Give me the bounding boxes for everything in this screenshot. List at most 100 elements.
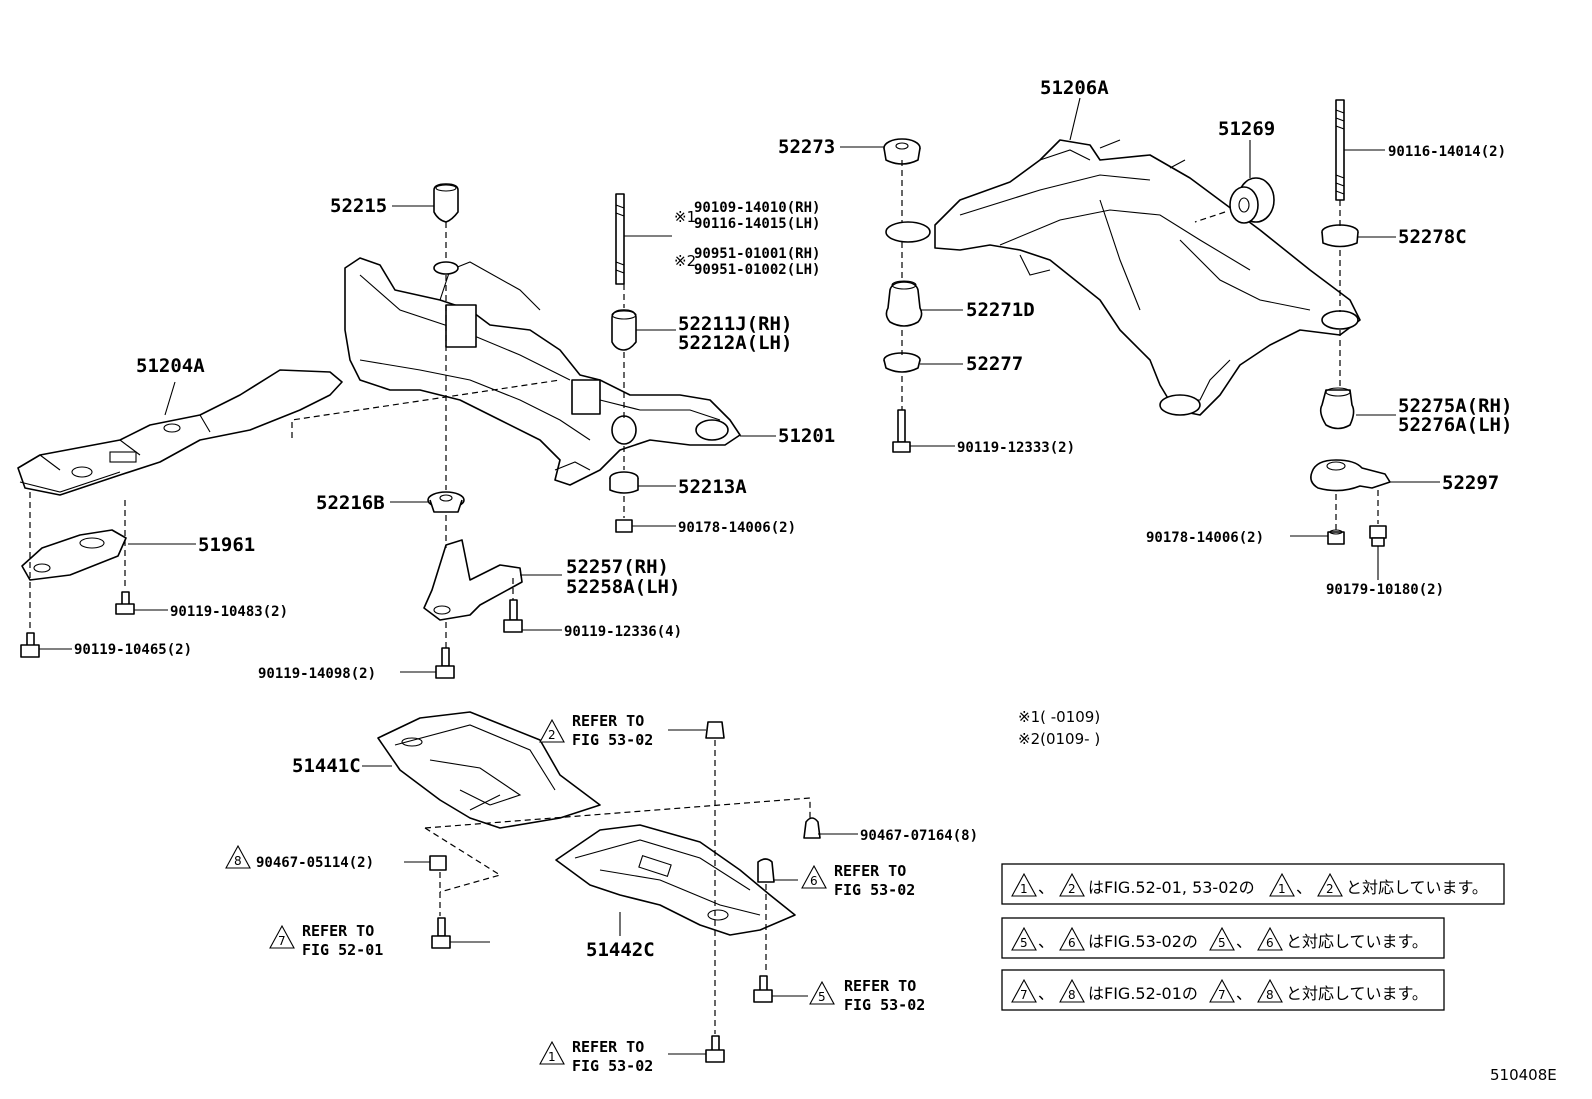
label-90119-10465: 90119-10465(2) — [74, 642, 192, 658]
label-52277: 52277 — [966, 353, 1023, 375]
figure-id: 510408E — [1490, 1066, 1557, 1084]
ref-marker-1: 1 — [539, 1040, 565, 1065]
marker-1-number: 1 — [548, 1050, 556, 1064]
ref-marker-5: 5 — [809, 980, 835, 1005]
bracket-51961 — [21, 529, 127, 581]
legend1-tri-2: 2 — [1068, 882, 1076, 896]
label-51442C: 51442C — [586, 939, 655, 961]
label-90119-14098: 90119-14098(2) — [258, 666, 376, 682]
label-90116-14014: 90116-14014(2) — [1388, 144, 1506, 160]
marker-2-number: 2 — [548, 728, 556, 742]
nut-90179-10180 — [1369, 525, 1387, 547]
label-52257: 52257(RH) — [566, 556, 669, 578]
stopper-52277 — [883, 352, 921, 373]
legend2-text: はFIG.53-02の — [1088, 932, 1198, 951]
label-90951-01001: 90951-01001(RH) — [694, 246, 820, 262]
legend3-tri-2: 8 — [1068, 988, 1076, 1002]
plate-52297 — [1310, 459, 1391, 492]
legend1-tri-4: 2 — [1326, 882, 1334, 896]
nut-90178-14006-right — [1327, 529, 1345, 545]
legend1-sep: 、 — [1038, 878, 1054, 897]
label-52275A: 52275A(RH) — [1398, 395, 1512, 417]
stud-90116-14014 — [1335, 99, 1345, 201]
cushion-52275A — [1319, 387, 1355, 430]
label-90179-10180: 90179-10180(2) — [1326, 582, 1444, 598]
ref6-line2: FIG 53-02 — [834, 881, 915, 899]
label-52258A: 52258A(LH) — [566, 576, 680, 598]
ref2-line1: REFER TO — [572, 712, 644, 730]
bolt-ref1 — [705, 1035, 725, 1063]
legend1-sep2: 、 — [1296, 878, 1312, 897]
bolt-ref7 — [431, 917, 451, 949]
label-52215: 52215 — [330, 195, 387, 217]
ref6-line1: REFER TO — [834, 862, 906, 880]
ref2-line2: FIG 53-02 — [572, 731, 653, 749]
ref7-line2: FIG 52-01 — [302, 941, 383, 959]
clip-ref2 — [705, 721, 725, 739]
legend-box-3: 7 、 8 はFIG.52-01の 7 、 8 と対応しています。 — [1001, 969, 1445, 1011]
label-mark2: ※2 — [674, 252, 696, 270]
label-90178-14006-left: 90178-14006(2) — [678, 520, 796, 536]
legend3-text: はFIG.52-01の — [1088, 984, 1198, 1003]
legend-box-2: 5 、 6 はFIG.53-02の 5 、 6 と対応しています。 — [1001, 917, 1445, 959]
bolt-90119-12336 — [503, 599, 523, 633]
legend3-sep2: 、 — [1236, 984, 1252, 1003]
cushion-52278C — [1321, 224, 1359, 248]
dash-left-9 — [291, 379, 561, 438]
note-1: ※1( -0109) — [1018, 708, 1100, 726]
ref-marker-7: 7 — [269, 924, 295, 949]
ref5-line2: FIG 53-02 — [844, 996, 925, 1014]
clip-90467-07164 — [803, 817, 821, 839]
legend3-tri-4: 8 — [1266, 988, 1274, 1002]
label-51441C: 51441C — [292, 755, 361, 777]
bolt-90119-14098 — [435, 647, 455, 679]
under-cover-51441C — [377, 711, 601, 829]
label-90109-14010: 90109-14010(RH) — [694, 200, 820, 216]
ref-marker-6: 6 — [801, 864, 827, 889]
label-52216B: 52216B — [316, 492, 385, 514]
label-90467-07164: 90467-07164(8) — [860, 828, 978, 844]
label-90119-12333: 90119-12333(2) — [957, 440, 1075, 456]
marker-7-number: 7 — [278, 934, 286, 948]
leader-lines — [39, 97, 1440, 1055]
label-90116-14015: 90116-14015(LH) — [694, 216, 820, 232]
cushion-52271D — [885, 280, 923, 327]
label-51201: 51201 — [778, 425, 835, 447]
ref5-line1: REFER TO — [844, 977, 916, 995]
retainer-52216B — [427, 491, 465, 513]
clip-ref6 — [757, 858, 775, 883]
nut-90178-14006-left — [615, 519, 633, 533]
bolt-ref5 — [753, 975, 773, 1003]
clip-90467-05114 — [429, 855, 447, 871]
legend2-tri-1: 5 — [1020, 936, 1028, 950]
bolt-90119-10465 — [20, 632, 40, 658]
legend3-tail: と対応しています。 — [1286, 984, 1428, 1003]
label-90119-10483: 90119-10483(2) — [170, 604, 288, 620]
stud-90109-14010 — [615, 193, 625, 285]
bracket-52257 — [423, 539, 523, 621]
legend2-sep: 、 — [1038, 932, 1054, 951]
rear-suspension-member-51206A — [885, 139, 1361, 416]
stopper-52213A — [609, 471, 639, 494]
legend3-tri-1: 7 — [1020, 988, 1028, 1002]
front-suspension-member-51201 — [344, 257, 741, 486]
label-90467-05114: 90467-05114(2) — [256, 855, 374, 871]
label-52297: 52297 — [1442, 472, 1499, 494]
label-52273: 52273 — [778, 136, 835, 158]
marker-5-number: 5 — [818, 990, 826, 1004]
label-mark1: ※1 — [674, 208, 696, 226]
label-52213A: 52213A — [678, 476, 747, 498]
label-52271D: 52271D — [966, 299, 1035, 321]
legend2-tail: と対応しています。 — [1286, 932, 1428, 951]
note-2: ※2(0109- ) — [1018, 730, 1100, 748]
label-51204A: 51204A — [136, 355, 205, 377]
legend2-tri-3: 5 — [1218, 936, 1226, 950]
bushing-52215 — [433, 183, 459, 223]
legend3-sep: 、 — [1038, 984, 1054, 1003]
label-52212A: 52212A(LH) — [678, 332, 792, 354]
marker-6-number: 6 — [810, 874, 818, 888]
bolt-90119-10483 — [115, 591, 135, 615]
label-51961: 51961 — [198, 534, 255, 556]
label-52276A: 52276A(LH) — [1398, 414, 1512, 436]
